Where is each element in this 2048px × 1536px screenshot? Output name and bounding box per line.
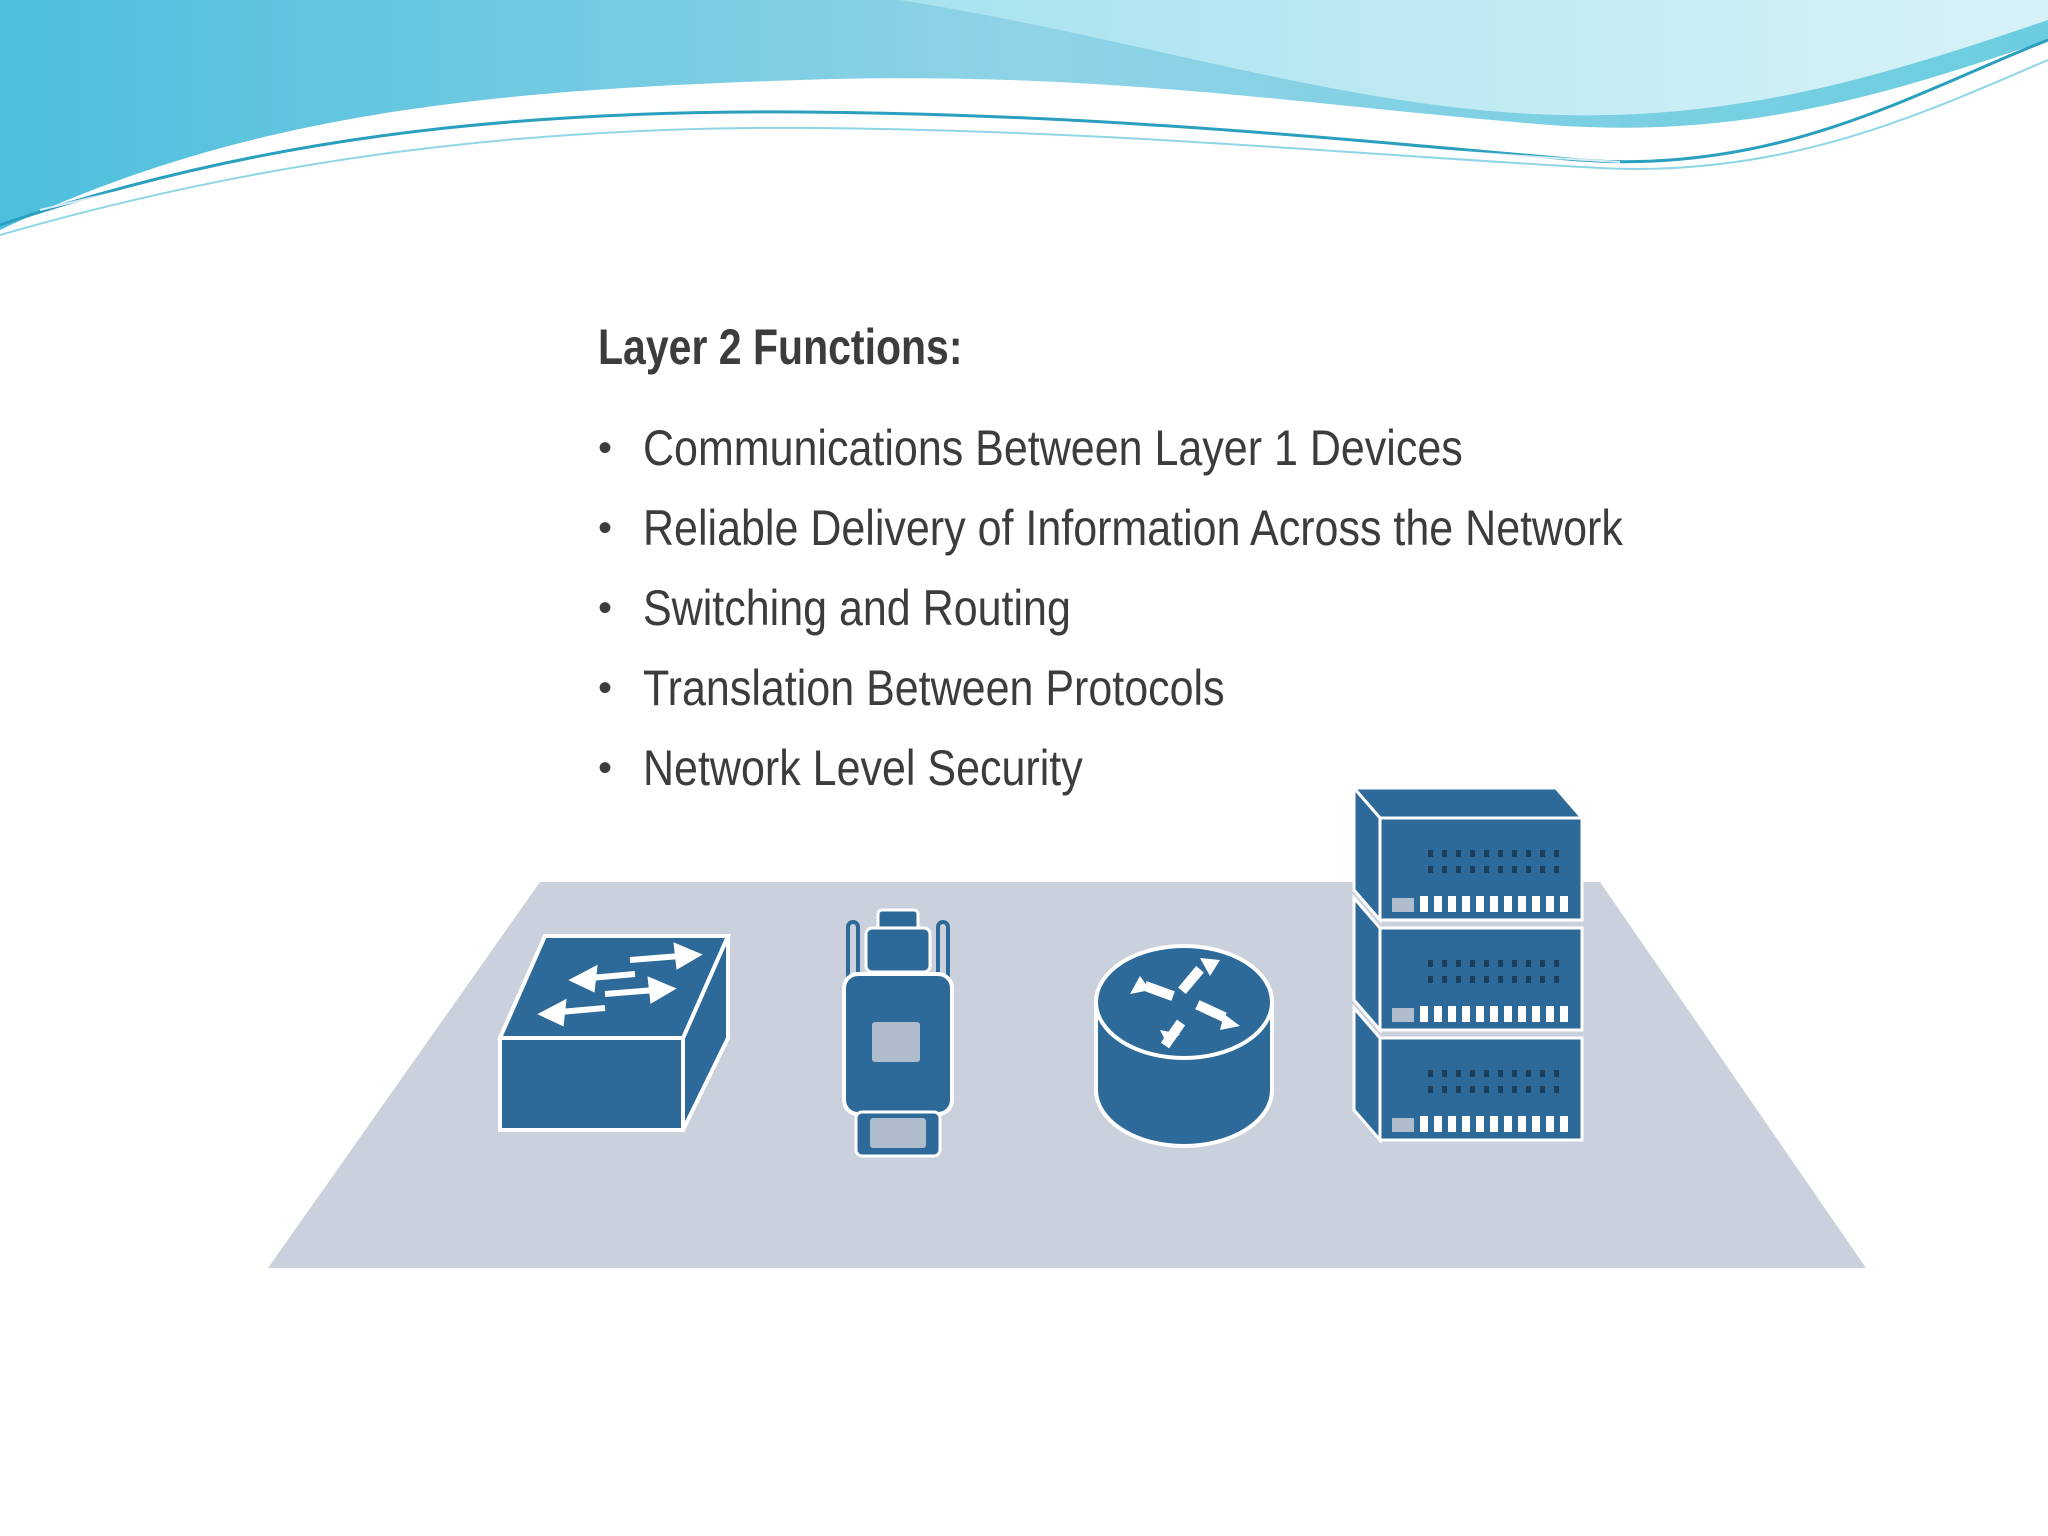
- server-unit: [1352, 1003, 1584, 1145]
- header-wave-decoration: [0, 0, 2048, 236]
- server-unit: [1352, 893, 1584, 1035]
- list-item-text: Communications Between Layer 1 Devices: [643, 420, 1463, 476]
- figure-title: Layer 2 Functions:: [598, 319, 963, 375]
- bullet: •: [598, 746, 613, 790]
- bullet: •: [598, 506, 613, 550]
- bridge-icon: [842, 908, 954, 1158]
- bullet: •: [598, 426, 613, 470]
- list-item-text: Network Level Security: [643, 740, 1083, 796]
- server-unit: [1350, 783, 1586, 925]
- bullet: •: [598, 666, 613, 710]
- bullet: •: [598, 586, 613, 630]
- list-item-text: Translation Between Protocols: [643, 660, 1225, 716]
- list-item-text: Reliable Delivery of Information Across …: [643, 500, 1623, 556]
- switch-icon: [496, 934, 732, 1132]
- list-item-text: Switching and Routing: [643, 580, 1071, 636]
- server-stack-icon: [1350, 783, 1586, 1145]
- router-icon: [1094, 944, 1274, 1148]
